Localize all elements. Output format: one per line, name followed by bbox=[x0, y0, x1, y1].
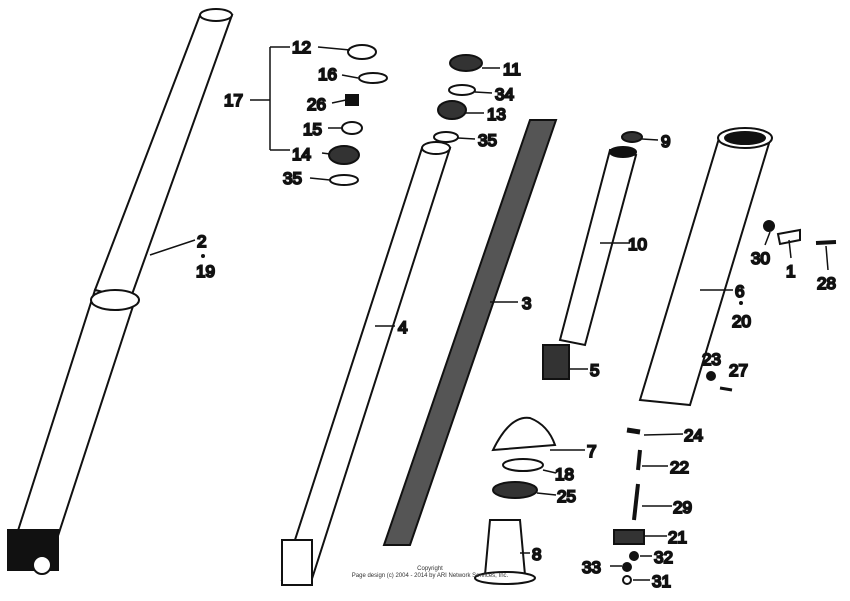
label-7: 7 bbox=[587, 442, 596, 461]
label-35b: 35 bbox=[478, 131, 497, 150]
label-9: 9 bbox=[661, 132, 670, 151]
label-2: 2 bbox=[197, 232, 206, 251]
part-31[interactable] bbox=[622, 575, 632, 585]
label-11: 11 bbox=[503, 60, 521, 79]
part-35-oring-a[interactable] bbox=[329, 174, 359, 186]
label-20: 20 bbox=[732, 312, 751, 331]
label-35a: 35 bbox=[283, 169, 302, 188]
label-13: 13 bbox=[487, 105, 506, 124]
label-19: 19 bbox=[196, 262, 215, 281]
part-14[interactable] bbox=[328, 145, 360, 165]
part-29-stud[interactable] bbox=[632, 483, 640, 521]
part-15[interactable] bbox=[341, 121, 363, 135]
label-22: 22 bbox=[670, 458, 689, 477]
label-3: 3 bbox=[522, 294, 531, 313]
label-12: 12 bbox=[292, 38, 311, 57]
label-26: 26 bbox=[307, 95, 326, 114]
label-23: 23 bbox=[702, 350, 721, 369]
label-34: 34 bbox=[495, 85, 514, 104]
part-9[interactable] bbox=[621, 131, 643, 143]
label-8: 8 bbox=[532, 545, 541, 564]
label-16: 16 bbox=[318, 65, 337, 84]
part-1-bracket[interactable] bbox=[776, 228, 801, 246]
label-33: 33 bbox=[582, 558, 601, 577]
part-26-bolt[interactable] bbox=[345, 94, 359, 106]
label-32: 32 bbox=[654, 548, 673, 567]
label-15: 15 bbox=[303, 120, 322, 139]
part-21-clamp[interactable] bbox=[613, 529, 645, 545]
label-1: 1 bbox=[786, 262, 795, 281]
part-2-fork-tube[interactable] bbox=[7, 8, 234, 575]
label-31: 31 bbox=[652, 572, 671, 591]
part-30[interactable] bbox=[763, 220, 775, 232]
part-25-seal[interactable] bbox=[492, 481, 538, 499]
part-28-bolt[interactable] bbox=[815, 240, 837, 245]
label-30: 30 bbox=[751, 249, 770, 268]
leader-lines bbox=[149, 46, 829, 581]
copyright-text: Copyright bbox=[417, 566, 443, 572]
part-22-bolt[interactable] bbox=[636, 449, 642, 471]
label-10: 10 bbox=[628, 235, 647, 254]
part-24-screw[interactable] bbox=[626, 427, 641, 435]
part-16-oring[interactable] bbox=[358, 72, 388, 84]
part-35-oring-b[interactable] bbox=[433, 131, 459, 143]
part-11[interactable] bbox=[449, 54, 483, 72]
part-32[interactable] bbox=[629, 551, 639, 561]
part-4-inner-tube[interactable] bbox=[280, 141, 452, 587]
part-23[interactable] bbox=[706, 371, 716, 381]
part-10-damper-rod[interactable] bbox=[558, 146, 638, 347]
part-6-slider[interactable] bbox=[638, 127, 773, 407]
label-5: 5 bbox=[590, 361, 599, 380]
part-27-bolt[interactable] bbox=[719, 386, 733, 392]
label-6: 6 bbox=[735, 282, 744, 301]
label-27: 27 bbox=[729, 361, 748, 380]
part-34[interactable] bbox=[448, 84, 476, 96]
label-14: 14 bbox=[292, 145, 311, 164]
part-3-spring[interactable] bbox=[382, 119, 558, 546]
label-17: 17 bbox=[224, 91, 243, 110]
label-24: 24 bbox=[684, 426, 703, 445]
label-28: 28 bbox=[817, 274, 836, 293]
label-18: 18 bbox=[555, 465, 574, 484]
part-7-cap[interactable] bbox=[491, 416, 557, 452]
label-21: 21 bbox=[668, 528, 687, 547]
label-25: 25 bbox=[557, 487, 576, 506]
part-5-rebound-spring[interactable] bbox=[542, 344, 570, 380]
part-18-clip[interactable] bbox=[502, 458, 544, 472]
part-33[interactable] bbox=[622, 562, 632, 572]
label-29: 29 bbox=[673, 498, 692, 517]
part-13[interactable] bbox=[437, 100, 467, 120]
label-4: 4 bbox=[398, 318, 407, 337]
page-design-text: Page design (c) 2004 - 2014 by ARI Netwo… bbox=[351, 573, 509, 579]
part-12-cap[interactable] bbox=[347, 44, 377, 60]
